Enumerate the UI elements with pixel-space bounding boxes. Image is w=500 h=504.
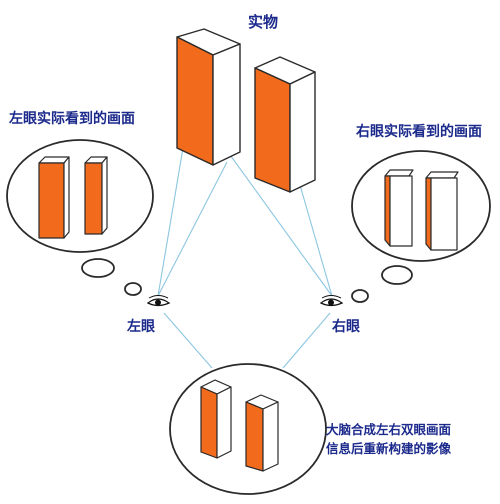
left-eye-label: 左眼	[126, 318, 155, 335]
block-front-face	[200, 386, 218, 459]
block-front-face	[425, 177, 432, 251]
sight-line-left-b	[157, 161, 228, 297]
block-front-face	[38, 162, 65, 239]
block-side-face	[63, 156, 70, 239]
sight-line-left-a	[157, 147, 184, 297]
block-side-face	[289, 71, 316, 193]
left-thought-bubble	[6, 139, 154, 296]
sight-line-right-a	[224, 147, 333, 297]
brain-label-line1: 大脑合成左右双眼画面	[326, 422, 452, 437]
block-front-face	[245, 401, 264, 472]
block-top-face	[425, 171, 459, 179]
block-front-face	[176, 36, 214, 166]
right-eye-icon	[319, 295, 344, 307]
bubble	[351, 150, 491, 262]
sight-line-right-b	[299, 184, 333, 297]
right-view-label: 右眼实际看到的画面	[355, 123, 482, 140]
composite-blocks	[200, 379, 279, 472]
left-view-label: 左眼实际看到的画面	[8, 110, 135, 127]
block-side-face	[262, 401, 279, 472]
bubble-dot-large	[381, 265, 413, 285]
block-front-face	[84, 162, 103, 235]
real-block-right	[254, 56, 316, 193]
real-block-left	[176, 28, 241, 166]
bubble-dot-small	[351, 289, 369, 303]
bubble	[6, 139, 154, 253]
block-front-face	[254, 67, 291, 193]
brain-label-line2: 信息后重新构建的影像	[326, 441, 452, 456]
block-side-face	[430, 177, 458, 251]
sight-line-brain-left	[163, 312, 213, 369]
bubble-dot-large	[81, 258, 115, 278]
left-eye-icon	[146, 295, 171, 307]
block-front-face	[384, 175, 391, 247]
right-eye-label: 右眼	[331, 318, 360, 335]
block-side-face	[101, 156, 108, 235]
title-label: 实物	[248, 13, 278, 31]
block-side-face	[216, 386, 232, 459]
bubble-dot-small	[124, 282, 142, 296]
block-top-face	[384, 169, 414, 177]
block-side-face	[389, 175, 413, 247]
right-view-blocks	[384, 169, 459, 251]
left-view-blocks	[38, 156, 108, 239]
sight-lines	[157, 147, 333, 369]
block-side-face	[212, 43, 241, 166]
right-thought-bubble	[351, 150, 491, 303]
sight-line-brain-right	[282, 312, 331, 369]
